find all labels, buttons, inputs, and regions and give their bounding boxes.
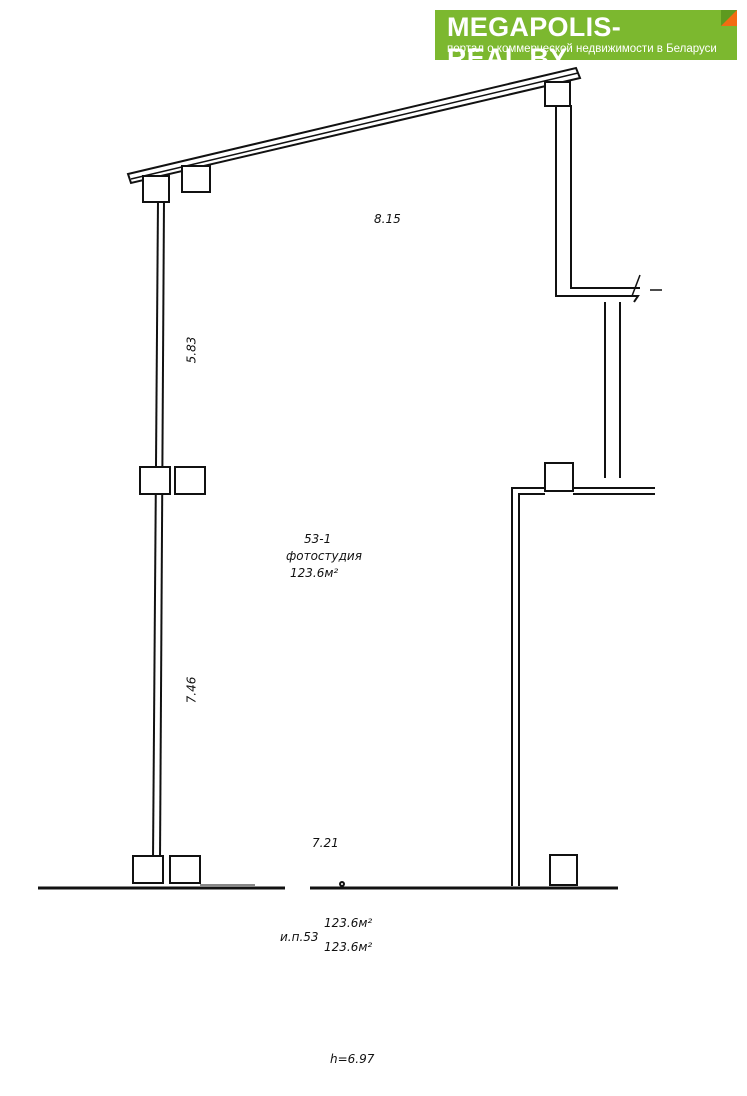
left-wall (152, 199, 165, 861)
summary-label: и.п.53 (280, 930, 319, 944)
ceiling-height: h=6.97 (330, 1052, 375, 1066)
dimension-left-lower: 7.46 (184, 676, 199, 704)
megapolis-logo[interactable]: MEGAPOLIS-REAL.BY портал о коммерческой … (435, 10, 737, 73)
summary-area-total: 123.6м² (324, 916, 373, 930)
columns (132, 81, 578, 886)
room-number: 53-1 (304, 532, 332, 546)
column (544, 462, 574, 492)
logo-title: MEGAPOLIS-REAL.BY (447, 12, 622, 73)
dimension-left-upper: 5.83 (184, 336, 199, 364)
room-name: фотостудия (286, 549, 362, 563)
column (181, 165, 211, 193)
column (142, 175, 170, 203)
bottom-wall (38, 881, 618, 890)
right-lower-wall (511, 487, 655, 886)
dimension-top: 8.15 (374, 212, 401, 226)
column (174, 466, 206, 495)
column (169, 855, 201, 884)
column (132, 855, 164, 884)
summary-area-main: 123.6м² (324, 940, 373, 954)
room-area: 123.6м² (290, 566, 339, 580)
column (544, 81, 571, 107)
logo-corner-fold (721, 10, 737, 26)
right-upper-wall (555, 105, 662, 478)
top-wall (126, 66, 582, 185)
dimension-bottom: 7.21 (312, 836, 339, 850)
logo-subtitle: портал о коммерческой недвижимости в Бел… (447, 43, 717, 55)
column (549, 854, 578, 886)
column (139, 466, 171, 495)
